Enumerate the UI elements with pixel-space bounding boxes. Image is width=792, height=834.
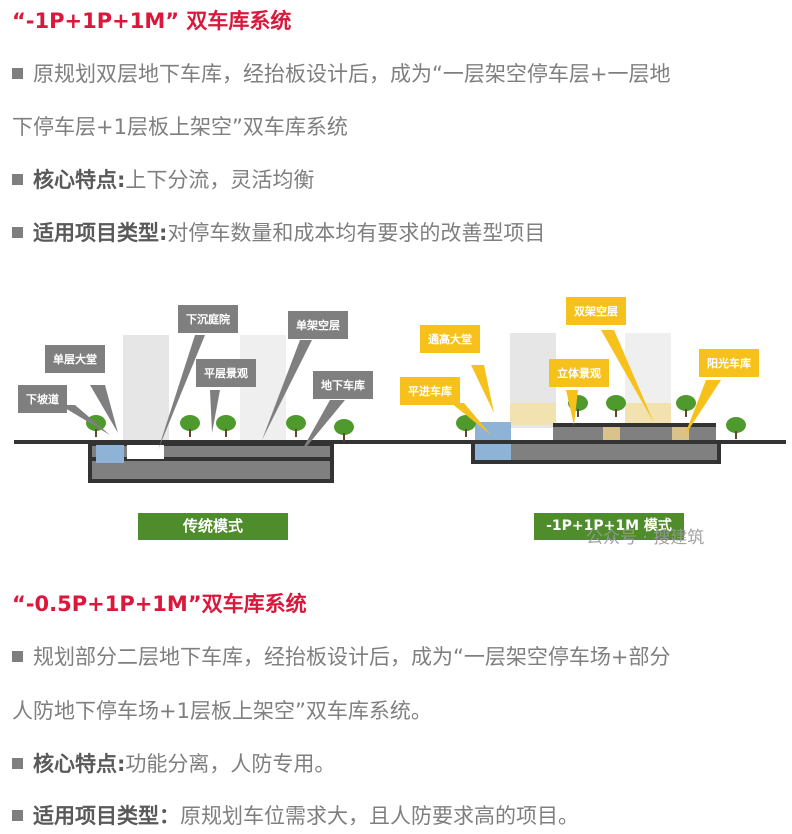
label-double-stilt: 双架空层: [566, 297, 626, 325]
label-double-height-lobby: 通高大堂: [420, 325, 480, 353]
value: 对停车数量和成本均有要求的改善型项目: [167, 221, 546, 245]
traditional-mode-diagram: 下坡道 单层大堂 下沉庭院 平层景观 单架空层 地下车库 传统模式: [0, 285, 398, 547]
label-3d-landscape: 立体景观: [549, 359, 609, 387]
watermark: 公众号 · 搜建筑: [586, 528, 705, 548]
new-mode-diagram: 平进车库 通高大堂 双架空层 立体景观 阳光车库 -1P+1P+1M 模式 公众…: [396, 285, 792, 548]
text: 规划部分二层地下车库，经抬板设计后，成为“一层架空停车场+部分: [33, 645, 671, 669]
label-single-stilt: 单架空层: [288, 311, 348, 339]
label-single-lobby: 单层大堂: [45, 345, 105, 373]
label: 适用项目类型：: [33, 804, 180, 828]
label-ramp: 下坡道: [18, 385, 67, 413]
section2-type: 适用项目类型：原规划车位需求大，且人防要求高的项目。: [12, 801, 786, 831]
bullet-icon: [12, 174, 23, 185]
bullet-icon: [12, 651, 23, 662]
bullet-icon: [12, 227, 23, 238]
label-sunken-court: 下沉庭院: [178, 305, 238, 333]
value: 原规划车位需求大，且人防要求高的项目。: [180, 804, 579, 828]
text: 原规划双层地下车库，经抬板设计后，成为“一层架空停车层+一层地: [33, 62, 671, 86]
label: 核心特点:: [33, 752, 126, 776]
label-underground-garage: 地下车库: [313, 371, 373, 399]
bullet-icon: [12, 758, 23, 769]
label-level-garage: 平进车库: [400, 377, 460, 405]
traditional-mode-caption: 传统模式: [138, 513, 288, 540]
section1-desc-line2: 下停车层+1层板上架空”双车库系统: [12, 115, 348, 139]
new-mode-caption: -1P+1P+1M 模式: [534, 513, 684, 540]
section1-feature: 核心特点:上下分流，灵活均衡: [12, 165, 786, 195]
section1-desc-line1: 原规划双层地下车库，经抬板设计后，成为“一层架空停车层+一层地: [12, 59, 786, 89]
bullet-icon: [12, 810, 23, 821]
section2-desc-line2: 人防地下停车场+1层板上架空”双车库系统。: [12, 699, 432, 723]
section2-desc-line1: 规划部分二层地下车库，经抬板设计后，成为“一层架空停车场+部分: [12, 642, 786, 672]
section2-feature: 核心特点:功能分离，人防专用。: [12, 749, 786, 779]
value: 上下分流，灵活均衡: [125, 168, 315, 192]
section1-type: 适用项目类型:对停车数量和成本均有要求的改善型项目: [12, 218, 786, 248]
bullet-icon: [12, 68, 23, 79]
section1-title: “-1P+1P+1M” 双车库系统: [12, 9, 292, 33]
label: 核心特点:: [33, 168, 126, 192]
value: 功能分离，人防专用。: [125, 752, 336, 776]
label-sunlit-garage: 阳光车库: [699, 349, 759, 377]
label-flat-landscape: 平层景观: [196, 359, 256, 387]
section2-title: “-0.5P+1P+1M”双车库系统: [12, 592, 307, 616]
label: 适用项目类型:: [33, 221, 168, 245]
